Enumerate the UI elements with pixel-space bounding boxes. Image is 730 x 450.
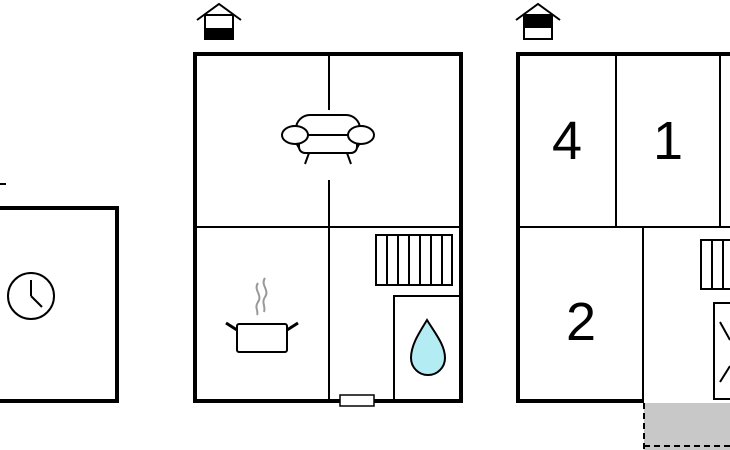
entrance-door	[339, 394, 375, 407]
stairs-icon	[700, 239, 730, 290]
terrace	[643, 403, 730, 450]
upper-floor: 4 1 2	[515, 2, 730, 450]
sofa-icon	[281, 114, 375, 165]
bathroom-walls	[393, 295, 462, 402]
ground-floor	[193, 2, 463, 407]
floor-outline	[0, 206, 119, 403]
water-drop-icon	[409, 318, 447, 376]
house-upper-floor-icon	[515, 2, 561, 40]
left-floor	[0, 183, 119, 403]
room-number-1: 1	[653, 111, 683, 171]
room-number-2: 2	[566, 292, 596, 352]
clock-icon	[7, 272, 55, 320]
storage-room	[713, 302, 730, 400]
stairs-icon	[375, 234, 453, 286]
room-number-4: 4	[552, 111, 582, 171]
cooking-pot-icon	[225, 277, 299, 353]
house-lower-floor-icon	[196, 2, 242, 40]
